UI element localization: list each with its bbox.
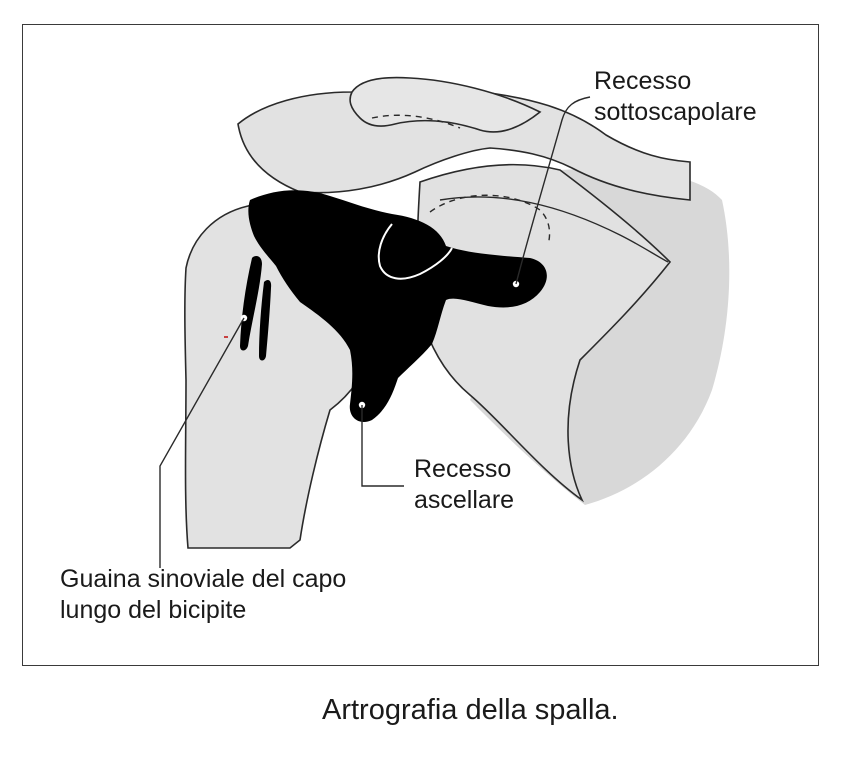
label-biceps-line1: Guaina sinoviale del capo — [60, 565, 347, 593]
biceps-sheath-right — [259, 280, 272, 361]
figure-caption: Artrografia della spalla. — [322, 694, 619, 726]
label-subscapular-recess: Recesso sottoscapolare — [594, 66, 757, 128]
biceps-sheath-left — [240, 256, 262, 351]
leader-biceps — [159, 317, 245, 568]
leader-subscapular — [515, 96, 591, 285]
scapula-spine-line — [439, 196, 669, 263]
label-subscapular-line2: sottoscapolare — [594, 98, 757, 126]
acromion — [349, 76, 542, 133]
acromion-dashed-edge — [371, 114, 461, 129]
leader-axillary — [361, 405, 404, 487]
joint-contrast — [248, 190, 547, 423]
label-axillary-line2: ascellare — [414, 486, 515, 514]
label-biceps-sheath: Guaina sinoviale del capo lungo del bici… — [60, 564, 346, 626]
capsule-white-outline — [377, 223, 453, 280]
label-axillary-recess: Recesso ascellare — [414, 454, 514, 516]
red-mark — [224, 336, 228, 338]
label-axillary-line1: Recesso — [414, 455, 512, 483]
label-biceps-line2: lungo del bicipite — [60, 596, 247, 624]
label-subscapular-line1: Recesso — [594, 67, 692, 95]
